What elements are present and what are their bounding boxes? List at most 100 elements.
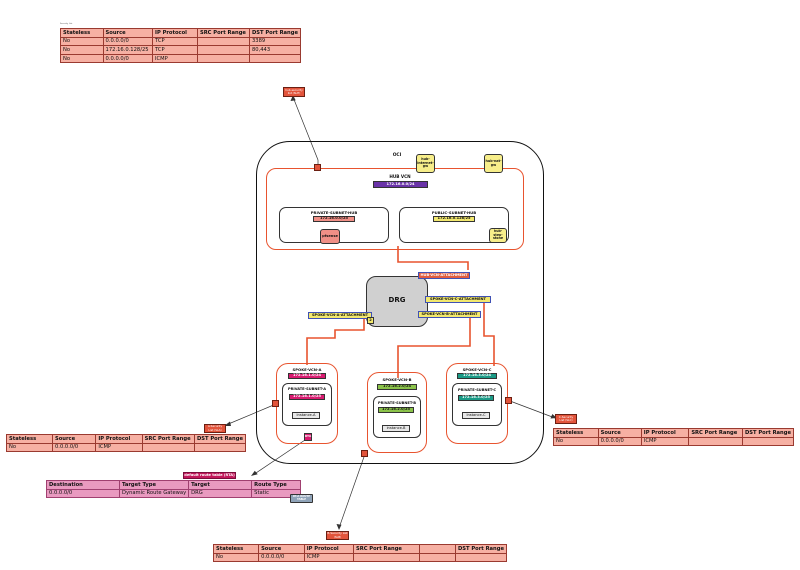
spoke-vcn-c-attachment[interactable]: SPOKE-VCN-C-ATTACHMENT bbox=[425, 296, 491, 303]
table-cell: No bbox=[60, 45, 104, 55]
instance-a[interactable]: instance-A bbox=[292, 412, 320, 419]
hub-security-list-caption: Security List bbox=[60, 23, 73, 25]
spoke-c-security-list-marker[interactable] bbox=[505, 397, 512, 404]
table-header: SRC Port Range bbox=[196, 28, 250, 38]
table-cell: 0.0.0.0/0 bbox=[46, 488, 120, 499]
table-header: SRC Port Range bbox=[688, 428, 743, 438]
spoke-c-security-list-tag[interactable]: C-Security List (SLC) bbox=[555, 414, 577, 424]
table-header-row: Stateless Source IP Protocol SRC Port Ra… bbox=[553, 428, 795, 438]
table-header: Target Type bbox=[118, 480, 190, 490]
spoke-vcn-b-attachment[interactable]: SPOKE-VCN-B-ATTACHMENT bbox=[418, 311, 481, 318]
table-header: Source bbox=[258, 544, 305, 554]
table-cell: No bbox=[212, 552, 260, 563]
oci-region bbox=[256, 141, 544, 464]
private-subnet-b-label: PRIVATE-SUBNET-B bbox=[377, 401, 417, 405]
table-header: Target bbox=[188, 480, 253, 490]
table-header: Source bbox=[597, 428, 642, 438]
table-cell bbox=[193, 442, 247, 453]
table-cell: 0.0.0.0/0 bbox=[597, 436, 642, 447]
table-cell: ICMP bbox=[640, 436, 690, 447]
table-header-row: Destination Target Type Target Route Typ… bbox=[46, 480, 301, 490]
table-cell: 0.0.0.0/0 bbox=[51, 442, 97, 453]
table-row: No 172.16.0.128/25 TCP 80,443 bbox=[60, 45, 302, 55]
table-header: DST Port Range bbox=[193, 434, 247, 444]
table-cell bbox=[454, 552, 508, 563]
table-header: Route Type bbox=[251, 480, 301, 490]
route-table-arrowhead bbox=[251, 470, 258, 476]
table-header: Source bbox=[51, 434, 97, 444]
table-cell bbox=[141, 442, 195, 453]
table-cell: DRG bbox=[188, 488, 253, 499]
instance-c[interactable]: instance-C bbox=[462, 412, 490, 419]
table-cell: 0.0.0.0/0 bbox=[102, 36, 154, 47]
table-cell bbox=[196, 45, 250, 55]
table-cell: No bbox=[60, 36, 104, 47]
table-cell: 172.16.0.128/25 bbox=[102, 45, 154, 55]
hub-vcn-cidr: 172.16.0.0/24 bbox=[373, 181, 428, 188]
spoke-b-security-list-tag[interactable]: B-Security List (SLB) bbox=[326, 531, 349, 540]
table-header: IP Protocol bbox=[303, 544, 354, 554]
table-cell: ICMP bbox=[95, 442, 143, 453]
table-cell bbox=[196, 53, 250, 64]
private-subnet-hub-label: PRIVATE-SUBNET-HUB bbox=[310, 210, 358, 215]
hub-security-list-table: Stateless Source IP Protocol SRC Port Ra… bbox=[60, 28, 302, 64]
table-header-row: Stateless Source IP Protocol SRC Port Ra… bbox=[60, 28, 302, 38]
private-subnet-a-cidr: 172.16.1.0/25 bbox=[289, 394, 325, 400]
spoke-a-security-list-marker[interactable] bbox=[272, 400, 279, 407]
hub-vcn-attachment[interactable]: HUB-VCN-ATTACHMENT bbox=[418, 272, 470, 279]
table-header: DST Port Range bbox=[248, 28, 302, 38]
table-cell: Static bbox=[251, 488, 301, 499]
table-cell: No bbox=[6, 442, 53, 453]
spoke-vcn-a-attachment-badge: 2 bbox=[367, 317, 374, 324]
table-cell bbox=[688, 436, 743, 447]
table-row: No 0.0.0.0/0 ICMP bbox=[60, 53, 302, 64]
spoke-a-security-list-tag[interactable]: A-Security List (SLA) bbox=[204, 424, 226, 433]
hub-security-list-tag[interactable]: hub-security list (SLH) bbox=[283, 87, 305, 97]
table-row: No 0.0.0.0/0 ICMP bbox=[212, 552, 508, 563]
spoke-a-route-table-tag[interactable]: RTA bbox=[304, 433, 312, 441]
table-header: Source bbox=[102, 28, 154, 38]
table-row: No 0.0.0.0/0 ICMP bbox=[6, 442, 247, 453]
private-subnet-a-label: PRIVATE-SUBNET-A bbox=[287, 387, 327, 391]
table-header: Stateless bbox=[60, 28, 104, 38]
spoke-vcn-b bbox=[367, 372, 427, 453]
table-cell: ICMP bbox=[303, 552, 354, 563]
hub-vcn bbox=[266, 168, 524, 250]
route-table-title[interactable]: default route table (RTA) bbox=[183, 472, 236, 479]
spoke-vcn-c-cidr: 172.16.3.0/24 bbox=[457, 373, 497, 379]
route-table-note: RT-A ROUTE TABLE bbox=[290, 494, 313, 503]
private-subnet-c-cidr: 172.16.3.0/25 bbox=[458, 395, 494, 401]
hub-nat-gw[interactable]: hub-nat-gw bbox=[484, 154, 503, 173]
table-header: Stateless bbox=[212, 544, 260, 554]
table-header: SRC Port Range bbox=[141, 434, 195, 444]
pfsense-instance[interactable]: pfsense bbox=[320, 229, 340, 244]
drg-label: DRG bbox=[388, 296, 406, 304]
table-cell: TCP bbox=[152, 36, 198, 47]
spoke-b-sl-arrowhead bbox=[336, 524, 342, 530]
route-table: Destination Target Type Target Route Typ… bbox=[46, 480, 301, 499]
spoke-b-security-list-marker[interactable] bbox=[361, 450, 368, 457]
spoke-c-security-list-table: Stateless Source IP Protocol SRC Port Ra… bbox=[553, 428, 795, 447]
table-row: No 0.0.0.0/0 TCP 3389 bbox=[60, 36, 302, 47]
table-cell: No bbox=[60, 53, 104, 64]
instance-b[interactable]: instance-B bbox=[382, 425, 410, 432]
hub-security-list-marker[interactable] bbox=[314, 164, 321, 171]
table-header: DST Port Range bbox=[741, 428, 795, 438]
spoke-b-security-list-table: Stateless Source IP Protocol SRC Port Ra… bbox=[212, 544, 508, 563]
spoke-vcn-b-cidr: 172.16.2.0/24 bbox=[377, 384, 417, 390]
private-subnet-c-label: PRIVATE-SUBNET-C bbox=[458, 388, 496, 392]
drg[interactable] bbox=[366, 276, 428, 327]
spoke-vcn-a-attachment[interactable]: SPOKE-VCN-A-ATTACHMENT bbox=[308, 312, 372, 319]
spoke-vcn-a-label: SPOKE-VCN-A bbox=[292, 367, 322, 372]
hub-step-stone-instance[interactable]: hub-step-stone bbox=[489, 228, 507, 243]
spoke-vcn-b-label: SPOKE-VCN-B bbox=[382, 377, 412, 382]
table-header-row: Stateless Source IP Protocol SRC Port Ra… bbox=[212, 544, 508, 554]
table-header bbox=[419, 544, 456, 554]
hub-internet-gw[interactable]: hub-internet-gw bbox=[416, 154, 435, 173]
table-cell: 80,443 bbox=[248, 45, 302, 55]
table-cell: TCP bbox=[152, 45, 198, 55]
table-header-row: Stateless Source IP Protocol SRC Port Ra… bbox=[6, 434, 247, 444]
table-cell: 0.0.0.0/0 bbox=[258, 552, 305, 563]
table-cell bbox=[196, 36, 250, 47]
spoke-vcn-a-cidr: 172.16.1.0/24 bbox=[288, 373, 326, 379]
